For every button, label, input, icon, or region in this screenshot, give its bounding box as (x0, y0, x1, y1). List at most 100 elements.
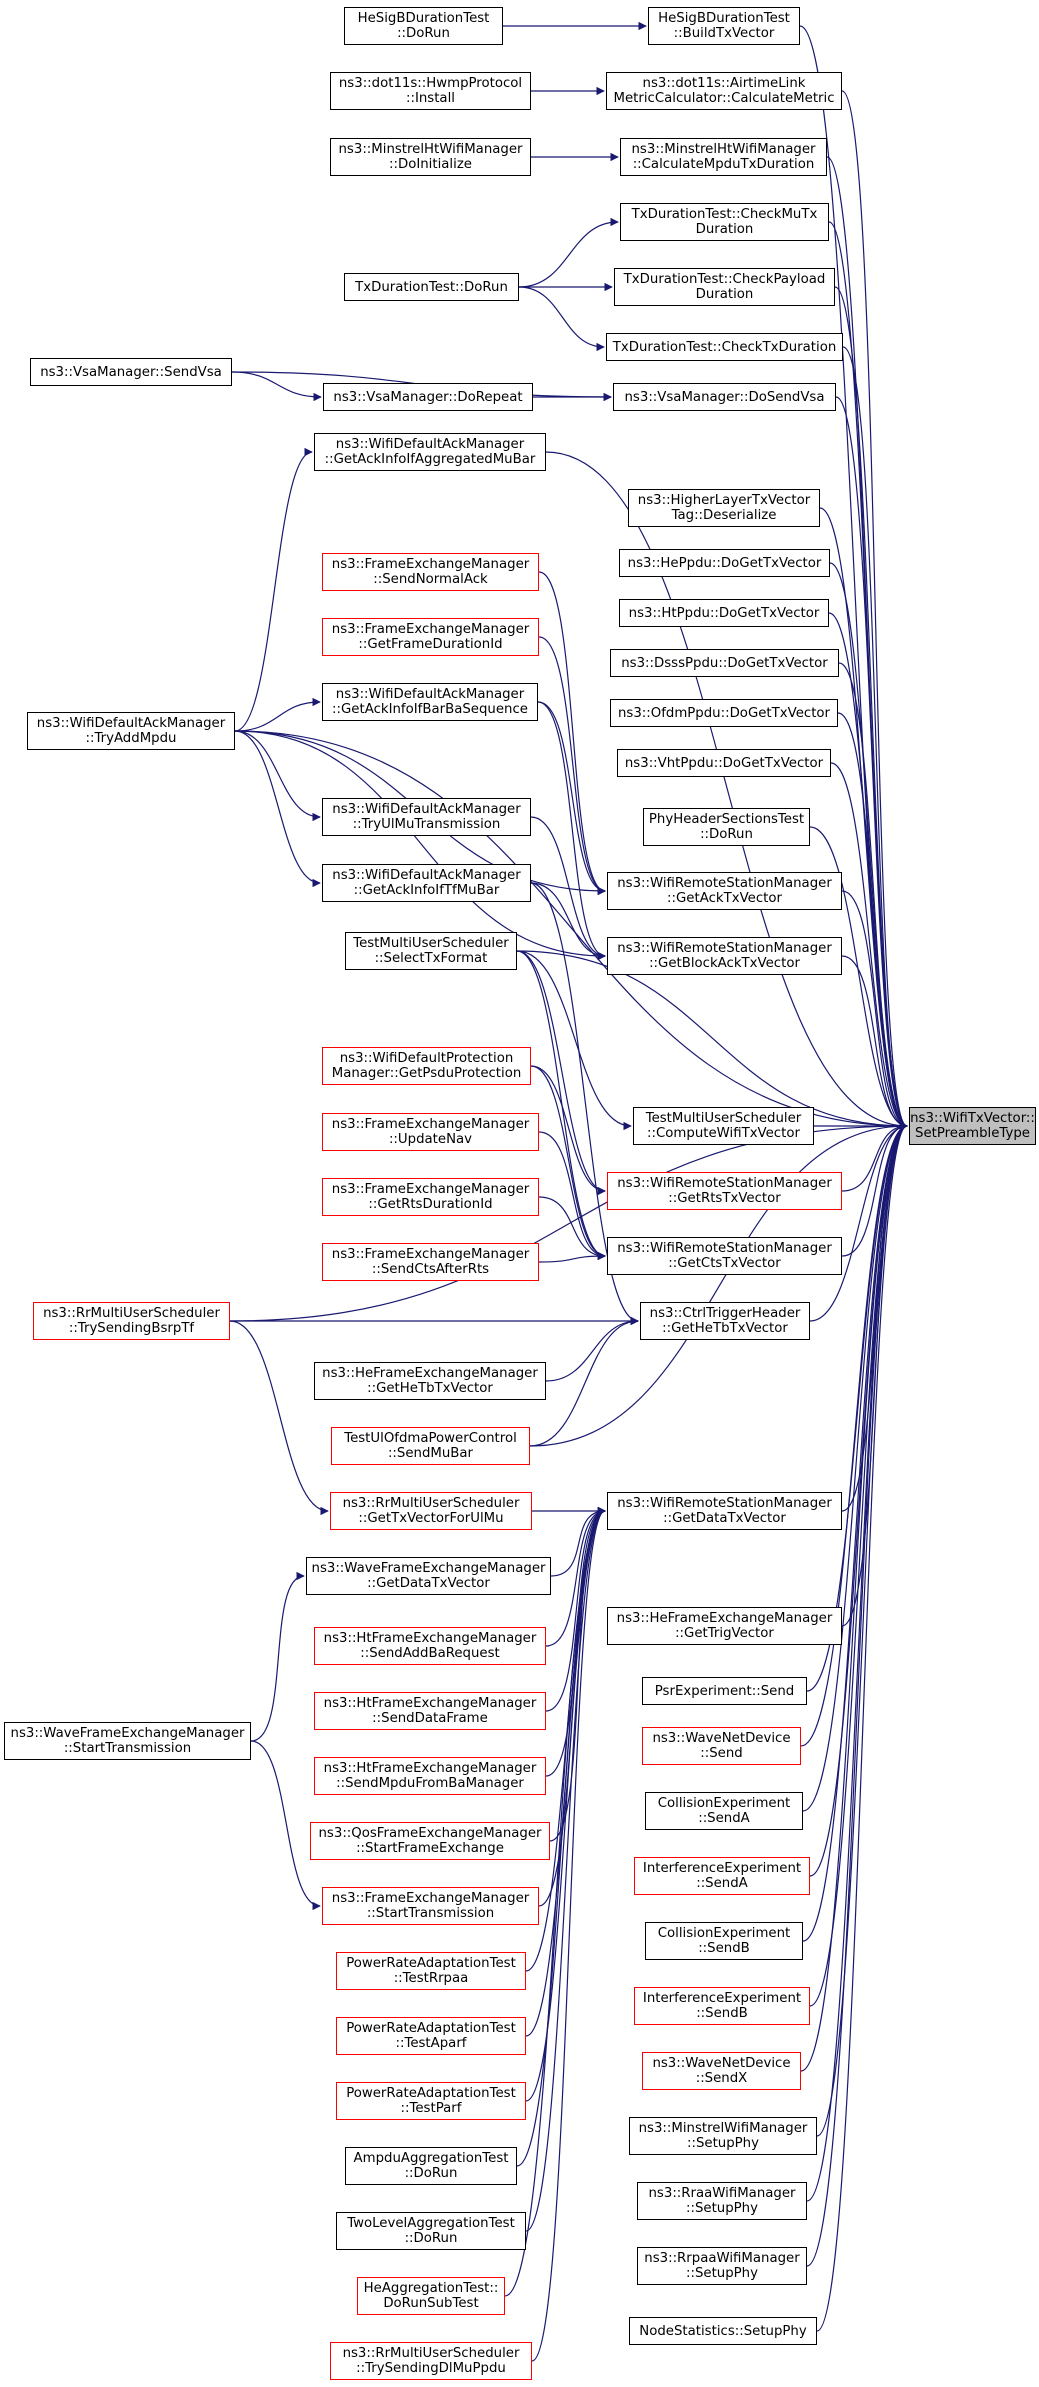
edge-pra-parf-to-rsm-data (525, 1506, 606, 2102)
edge-ack-barba-to-rsm-ack (537, 701, 606, 896)
graph-node-fem-sendnormalack[interactable]: ns3::FrameExchangeManager ::SendNormalAc… (322, 553, 539, 591)
graph-node-dsssppdu[interactable]: ns3::DsssPpdu::DoGetTxVector (610, 649, 839, 677)
edge-ack-ulmu-to-rsm-blockack (530, 816, 606, 961)
graph-node-hwmp-install[interactable]: ns3::dot11s::HwmpProtocol ::Install (330, 72, 531, 110)
graph-node-fem-start[interactable]: ns3::FrameExchangeManager ::StartTransmi… (322, 1887, 539, 1925)
edge-tmus-select-to-rsm-rts (516, 950, 606, 1196)
edge-fem-updatenav-to-rsm-cts (538, 1131, 606, 1261)
graph-node-prot-psdu[interactable]: ns3::WifiDefaultProtection Manager::GetP… (322, 1047, 531, 1085)
graph-node-wfem-start[interactable]: ns3::WaveFrameExchangeManager ::StartTra… (4, 1722, 251, 1760)
graph-node-tmus-select[interactable]: TestMultiUserScheduler ::SelectTxFormat (345, 932, 517, 970)
graph-node-fem-framedur[interactable]: ns3::FrameExchangeManager ::GetFrameDura… (322, 618, 539, 656)
graph-node-vsa-send[interactable]: ns3::VsaManager::SendVsa (30, 358, 232, 386)
graph-node-tuopc-send[interactable]: TestUlOfdmaPowerControl ::SendMuBar (331, 1427, 530, 1465)
edge-rr-dlmu-to-rsm-data (531, 1506, 606, 2362)
root-node: ns3::WifiTxVector:: SetPreambleType (909, 1107, 1036, 1145)
edge-ack-trymp-to-ack-aggmu (234, 447, 313, 732)
graph-node-heagg-dorun[interactable]: HeAggregationTest:: DoRunSubTest (357, 2277, 505, 2315)
edge-txd-dorun-to-txd-mutx (518, 217, 619, 288)
graph-node-psr-send[interactable]: PsrExperiment::Send (642, 1677, 807, 1705)
edge-coll-senda-to-root (802, 1121, 908, 1812)
graph-node-htppdu[interactable]: ns3::HtPpdu::DoGetTxVector (619, 599, 829, 627)
graph-node-heppdu[interactable]: ns3::HePpdu::DoGetTxVector (619, 549, 830, 577)
graph-node-rrpaa-setup[interactable]: ns3::RrpaaWifiManager ::SetupPhy (637, 2247, 807, 2285)
graph-node-ack-tfmubar[interactable]: ns3::WifiDefaultAckManager ::GetAckInfoI… (322, 864, 531, 902)
graph-node-mht-doinit[interactable]: ns3::MinstrelHtWifiManager ::DoInitializ… (330, 138, 531, 176)
edge-heppdu-to-root (829, 562, 908, 1131)
edge-twolevel-dorun-to-rsm-data (525, 1506, 606, 2232)
edge-hl-deser-to-root (819, 507, 908, 1131)
graph-node-fem-updatenav[interactable]: ns3::FrameExchangeManager ::UpdateNav (322, 1113, 539, 1151)
graph-node-vhtppdu[interactable]: ns3::VhtPpdu::DoGetTxVector (617, 749, 831, 777)
graph-node-rsm-cts[interactable]: ns3::WifiRemoteStationManager ::GetCtsTx… (607, 1237, 842, 1275)
graph-node-wnd-send[interactable]: ns3::WaveNetDevice ::Send (642, 1727, 801, 1765)
graph-node-rr-bsrp[interactable]: ns3::RrMultiUserScheduler ::TrySendingBs… (33, 1302, 230, 1340)
edge-rsm-rts-to-root (841, 1121, 908, 1192)
edge-tmus-select-to-tmus-compute (516, 950, 632, 1131)
graph-node-minstrel-setup[interactable]: ns3::MinstrelWifiManager ::SetupPhy (629, 2117, 817, 2155)
graph-node-ack-barba[interactable]: ns3::WifiDefaultAckManager ::GetAckInfoI… (322, 683, 538, 721)
graph-node-txd-check[interactable]: TxDurationTest::CheckTxDuration (606, 333, 843, 361)
graph-node-mht-calc[interactable]: ns3::MinstrelHtWifiManager ::CalculateMp… (620, 138, 827, 176)
graph-node-hefem-trig[interactable]: ns3::HeFrameExchangeManager ::GetTrigVec… (607, 1607, 842, 1645)
graph-node-tmus-compute[interactable]: TestMultiUserScheduler ::ComputeWifiTxVe… (633, 1107, 814, 1145)
edge-vhtppdu-to-root (830, 762, 908, 1131)
edge-rsm-blockack-to-root (841, 955, 908, 1131)
graph-node-fem-ctsafter[interactable]: ns3::FrameExchangeManager ::SendCtsAfter… (322, 1243, 539, 1281)
edge-ack-tfmubar-to-ctrl-hetb (530, 882, 639, 1326)
graph-node-coll-sendb[interactable]: CollisionExperiment ::SendB (645, 1922, 803, 1960)
graph-node-pra-rpaa[interactable]: PowerRateAdaptationTest ::TestRrpaa (336, 1952, 526, 1990)
graph-node-txd-mutx[interactable]: TxDurationTest::CheckMuTx Duration (620, 203, 829, 241)
graph-node-intf-sendb[interactable]: InterferenceExperiment ::SendB (634, 1987, 810, 2025)
edge-prot-psdu-to-rsm-cts (530, 1065, 606, 1261)
graph-node-ofdmppdu[interactable]: ns3::OfdmPpdu::DoGetTxVector (610, 699, 838, 727)
graph-node-pra-aparf[interactable]: PowerRateAdaptationTest ::TestAparf (336, 2017, 526, 2055)
graph-node-txd-payload[interactable]: TxDurationTest::CheckPayload Duration (614, 268, 835, 306)
edge-wfem-data-to-rsm-data (550, 1506, 606, 1577)
edge-ack-trymp-to-ack-tfmubar (234, 730, 321, 888)
graph-node-htfem-data[interactable]: ns3::HtFrameExchangeManager ::SendDataFr… (314, 1692, 546, 1730)
graph-node-coll-senda[interactable]: CollisionExperiment ::SendA (645, 1792, 803, 1830)
graph-node-ack-ulmu[interactable]: ns3::WifiDefaultAckManager ::TryUlMuTran… (322, 798, 531, 836)
graph-node-wfem-data[interactable]: ns3::WaveFrameExchangeManager ::GetDataT… (306, 1557, 551, 1595)
edge-minstrel-setup-to-root (816, 1121, 908, 2137)
graph-node-rsm-rts[interactable]: ns3::WifiRemoteStationManager ::GetRtsTx… (607, 1172, 842, 1210)
graph-node-ack-aggmu[interactable]: ns3::WifiDefaultAckManager ::GetAckInfoI… (314, 433, 546, 471)
graph-node-hefem-hetb[interactable]: ns3::HeFrameExchangeManager ::GetHeTbTxV… (314, 1362, 546, 1400)
edge-fem-sendnormalack-to-rsm-ack (538, 571, 606, 896)
graph-node-fem-rtsdur[interactable]: ns3::FrameExchangeManager ::GetRtsDurati… (322, 1178, 539, 1216)
graph-node-pra-parf[interactable]: PowerRateAdaptationTest ::TestParf (336, 2082, 526, 2120)
graph-node-wnd-sendx[interactable]: ns3::WaveNetDevice ::SendX (642, 2052, 801, 2090)
graph-node-htfem-addba[interactable]: ns3::HtFrameExchangeManager ::SendAddBaR… (314, 1627, 546, 1665)
graph-node-txd-dorun[interactable]: TxDurationTest::DoRun (344, 273, 519, 301)
graph-node-airtime[interactable]: ns3::dot11s::AirtimeLink MetricCalculato… (606, 72, 842, 110)
edge-prot-psdu-to-rsm-rts (530, 1065, 606, 1196)
graph-node-ampdu-dorun[interactable]: AmpduAggregationTest ::DoRun (345, 2147, 517, 2185)
graph-node-rsm-blockack[interactable]: ns3::WifiRemoteStationManager ::GetBlock… (607, 937, 842, 975)
graph-node-htfem-mpdu[interactable]: ns3::HtFrameExchangeManager ::SendMpduFr… (314, 1757, 546, 1795)
graph-node-phyhdr[interactable]: PhyHeaderSectionsTest ::DoRun (643, 808, 810, 846)
graph-node-rsm-data[interactable]: ns3::WifiRemoteStationManager ::GetDataT… (607, 1492, 842, 1530)
edge-htfem-addba-to-rsm-data (545, 1506, 606, 1647)
graph-node-rsm-ack[interactable]: ns3::WifiRemoteStationManager ::GetAckTx… (607, 872, 842, 910)
graph-node-rr-ulmu[interactable]: ns3::RrMultiUserScheduler ::GetTxVectorF… (330, 1492, 532, 1530)
graph-node-hl-deser[interactable]: ns3::HigherLayerTxVector Tag::Deserializ… (628, 489, 820, 527)
edge-tuopc-send-to-ctrl-hetb (529, 1316, 639, 1447)
graph-node-rraa-setup[interactable]: ns3::RraaWifiManager ::SetupPhy (637, 2182, 807, 2220)
graph-node-hsd-build[interactable]: HeSigBDurationTest ::BuildTxVector (648, 7, 800, 45)
edge-ack-trymp-to-rsm-blockack (234, 730, 606, 961)
edge-rr-bsrp-to-root (229, 1121, 908, 1322)
graph-node-ack-trymp[interactable]: ns3::WifiDefaultAckManager ::TryAddMpdu (27, 712, 235, 750)
edge-hefem-hetb-to-ctrl-hetb (545, 1316, 639, 1382)
edge-ack-barba-to-rsm-blockack (537, 701, 606, 961)
graph-node-rr-dlmu[interactable]: ns3::RrMultiUserScheduler ::TrySendingDl… (330, 2342, 532, 2380)
graph-node-vsa-dosend[interactable]: ns3::VsaManager::DoSendVsa (613, 383, 836, 411)
graph-node-twolevel-dorun[interactable]: TwoLevelAggregationTest ::DoRun (336, 2212, 526, 2250)
edge-rsm-cts-to-root (841, 1121, 908, 1257)
graph-node-qos-start[interactable]: ns3::QosFrameExchangeManager ::StartFram… (310, 1822, 550, 1860)
graph-node-intf-senda[interactable]: InterferenceExperiment ::SendA (634, 1857, 810, 1895)
graph-node-ctrl-hetb[interactable]: ns3::CtrlTriggerHeader ::GetHeTbTxVector (640, 1302, 810, 1340)
graph-node-nodestats-setup[interactable]: NodeStatistics::SetupPhy (629, 2317, 817, 2345)
graph-node-vsa-repeat[interactable]: ns3::VsaManager::DoRepeat (323, 383, 533, 411)
graph-node-hsd-dorun[interactable]: HeSigBDurationTest ::DoRun (344, 7, 503, 45)
